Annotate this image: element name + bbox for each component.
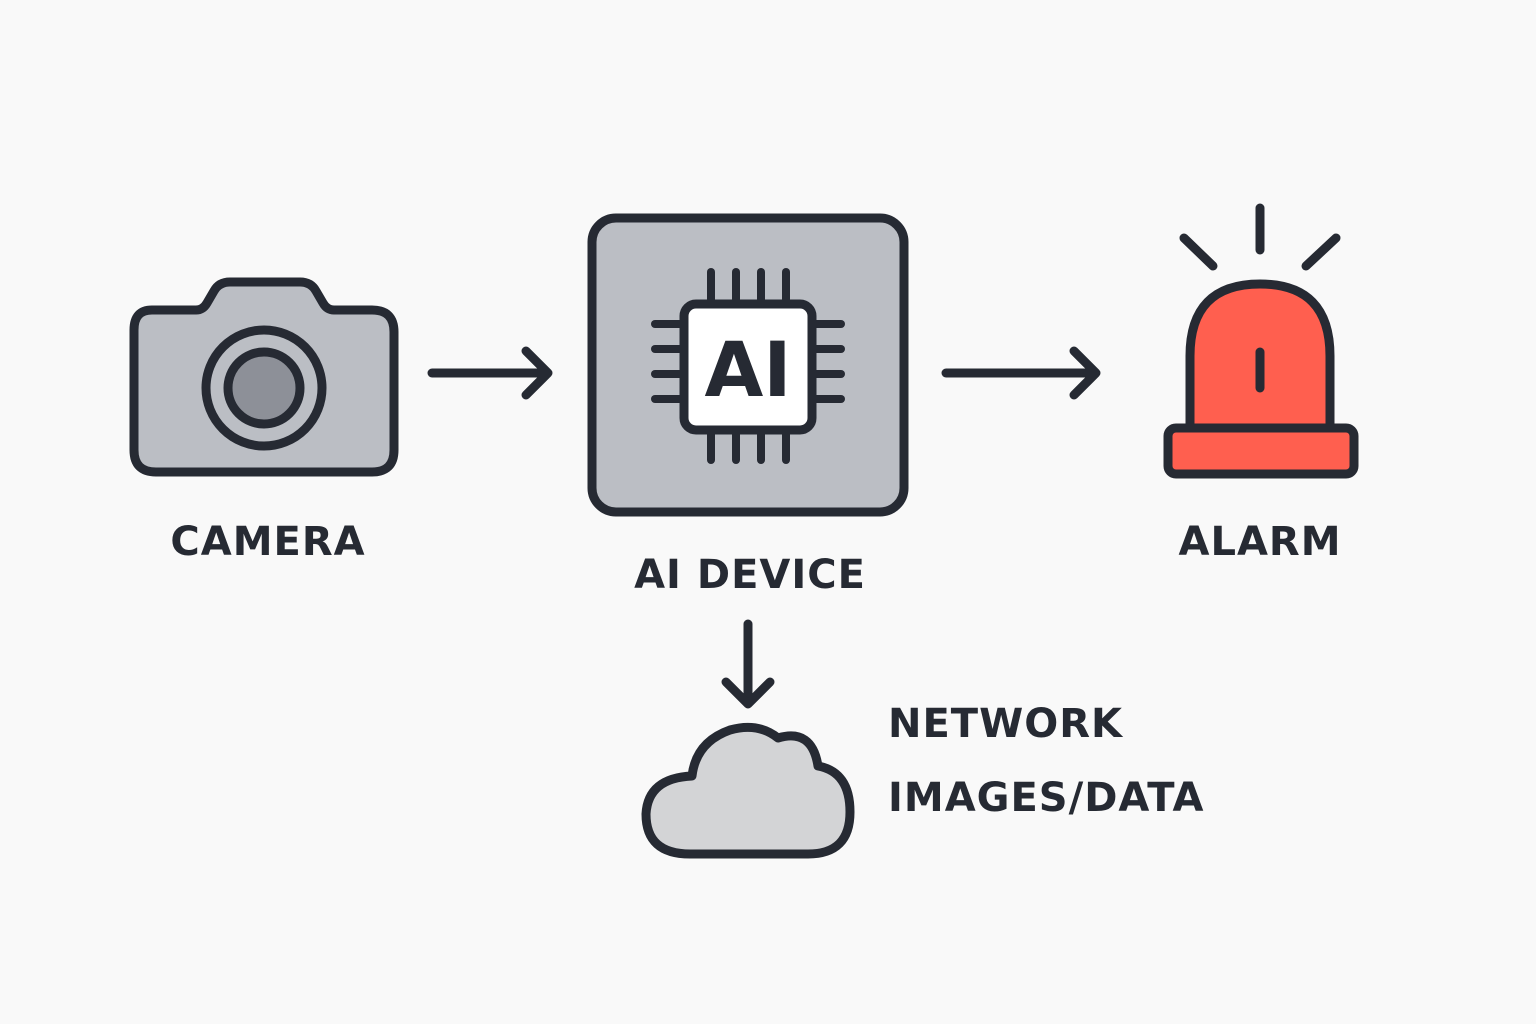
network-label: NETWORK	[888, 701, 1124, 747]
ai-chip-icon: AI	[587, 213, 909, 517]
camera-label: CAMERA	[170, 519, 366, 565]
arrow-ai-to-alarm	[941, 346, 1101, 400]
network-sublabel: IMAGES/DATA	[888, 775, 1205, 821]
camera-icon	[129, 277, 399, 477]
cloud-icon	[641, 722, 855, 859]
arrow-ai-to-network	[721, 619, 775, 709]
alarm-label: ALARM	[1178, 519, 1342, 565]
arrow-camera-to-ai	[427, 346, 553, 400]
alarm-siren-icon	[1163, 203, 1359, 479]
chip-label: AI	[704, 325, 791, 414]
ai-device-label: AI DEVICE	[634, 552, 866, 598]
